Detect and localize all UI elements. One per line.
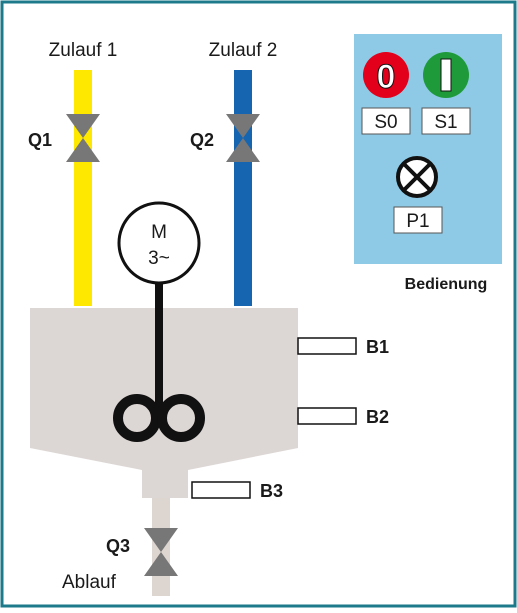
stop-label-box — [361, 107, 411, 135]
lamp-label-box — [393, 206, 443, 234]
sensor-b1 — [297, 337, 357, 355]
control-panel-title: Bedienung — [405, 276, 488, 293]
motor[interactable] — [117, 201, 201, 285]
sensor-b2-label: B2 — [366, 407, 389, 427]
outlet-label: Ablauf — [62, 572, 117, 593]
sensor-b1-label: B1 — [366, 337, 389, 357]
valve-q3[interactable] — [144, 528, 178, 576]
stop-button[interactable]: 0 — [363, 52, 409, 98]
valve-q2[interactable] — [226, 114, 260, 162]
start-label-box — [421, 107, 471, 135]
agitator-blades — [113, 394, 205, 442]
lamp-label: P1 — [406, 211, 429, 232]
valve-q1-label: Q1 — [28, 130, 52, 150]
valve-q1[interactable] — [66, 114, 100, 162]
agitator-shaft — [155, 280, 163, 418]
sensor-b2 — [297, 407, 357, 425]
sensor-b3 — [191, 481, 251, 499]
motor-phase: 3~ — [148, 248, 170, 269]
motor-letter: M — [151, 222, 167, 243]
inlet2-pipe — [234, 70, 252, 306]
valve-q3-label: Q3 — [106, 536, 130, 556]
indicator-lamp — [396, 156, 438, 198]
valve-q2-label: Q2 — [190, 130, 214, 150]
stop-button-symbol: 0 — [377, 58, 396, 96]
stop-label: S0 — [374, 112, 397, 133]
inlet1-label: Zulauf 1 — [49, 40, 118, 61]
start-button-symbol-bar — [440, 58, 452, 92]
sensor-b3-label: B3 — [260, 481, 283, 501]
start-button[interactable] — [423, 52, 469, 98]
inlet1-pipe — [74, 70, 92, 306]
start-label: S1 — [434, 112, 457, 133]
inlet2-label: Zulauf 2 — [209, 40, 278, 61]
